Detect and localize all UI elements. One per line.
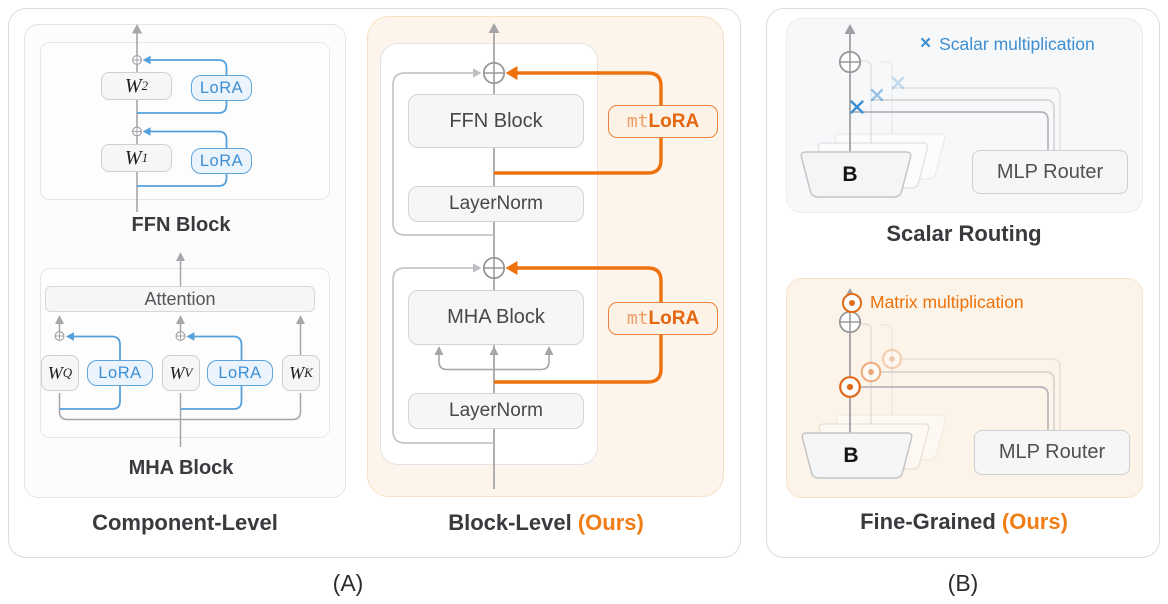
matrix-multiply-legend-icon bbox=[842, 292, 862, 313]
caption-a: (A) bbox=[332, 570, 364, 596]
scalar-legend-label: Scalar multiplication bbox=[939, 33, 1095, 54]
lora-label: LoRA bbox=[199, 78, 244, 97]
mtlora-lora-label: LoRA bbox=[648, 307, 700, 329]
w1-label: W bbox=[124, 146, 142, 169]
lora-box-ffn-bottom: LoRA bbox=[191, 148, 252, 174]
fine-grained-title: Fine-Grained (Ours) bbox=[814, 509, 1114, 535]
block-level-title-ours: (Ours) bbox=[577, 510, 644, 535]
component-level-title: Component-Level bbox=[92, 510, 278, 535]
ffn-block-label: FFN Block bbox=[131, 214, 231, 236]
ffn-sub-box bbox=[40, 42, 330, 200]
caption-b: (B) bbox=[947, 570, 979, 596]
lora-label: LoRA bbox=[218, 363, 262, 382]
scalar-routing-title: Scalar Routing bbox=[886, 221, 1042, 246]
layernorm-top-label: LayerNorm bbox=[449, 193, 543, 214]
lora-label: LoRA bbox=[199, 151, 244, 170]
mlp-router-label: MLP Router bbox=[996, 160, 1104, 183]
scalar-legend: × Scalar multiplication bbox=[920, 33, 1095, 55]
mlp-router-box-scalar: MLP Router bbox=[972, 150, 1128, 194]
mlp-router-box-fine: MLP Router bbox=[974, 430, 1130, 475]
lora-box-ffn-top: LoRA bbox=[191, 75, 252, 101]
mha-block-label: MHA Block bbox=[128, 457, 234, 479]
wv-label: W bbox=[169, 362, 185, 383]
lora-box-q: LoRA bbox=[87, 360, 153, 386]
b-label: B bbox=[843, 444, 859, 467]
block-level-title: Block-Level (Ours) bbox=[396, 510, 696, 536]
b-matrix-label-fine: B bbox=[821, 439, 881, 473]
fine-legend: Matrix multiplication bbox=[842, 292, 1024, 313]
ffn-block-box-label: FFN Block bbox=[449, 109, 543, 132]
fine-grained-title-text: Fine-Grained bbox=[860, 509, 996, 534]
scalar-multiply-legend-icon: × bbox=[920, 33, 932, 54]
b-matrix-label-scalar: B bbox=[820, 158, 880, 192]
w2-label: W bbox=[124, 74, 142, 97]
mtlora-mt-label: mt bbox=[626, 111, 649, 132]
ffn-block-box: FFN Block bbox=[408, 94, 584, 148]
mtlora-lora-label: LoRA bbox=[648, 110, 700, 132]
layernorm-top-box: LayerNorm bbox=[408, 186, 584, 222]
layernorm-bottom-box: LayerNorm bbox=[408, 393, 584, 429]
b-label: B bbox=[842, 163, 858, 186]
attention-label: Attention bbox=[144, 288, 216, 309]
block-level-title-text: Block-Level bbox=[448, 510, 572, 535]
mha-block-box: MHA Block bbox=[408, 290, 584, 345]
layernorm-bottom-label: LayerNorm bbox=[449, 400, 543, 421]
fine-grained-title-ours: (Ours) bbox=[1001, 509, 1068, 534]
wk-label: W bbox=[289, 362, 305, 383]
mlp-router-label: MLP Router bbox=[998, 441, 1106, 463]
lora-label: LoRA bbox=[98, 363, 142, 382]
lora-box-v: LoRA bbox=[207, 360, 273, 386]
mha-block-box-label: MHA Block bbox=[447, 306, 545, 328]
wq-label: W bbox=[47, 362, 63, 383]
fine-legend-label: Matrix multiplication bbox=[870, 292, 1024, 312]
attention-bar: Attention bbox=[45, 286, 315, 312]
mtlora-mt-label: mt bbox=[626, 308, 649, 329]
